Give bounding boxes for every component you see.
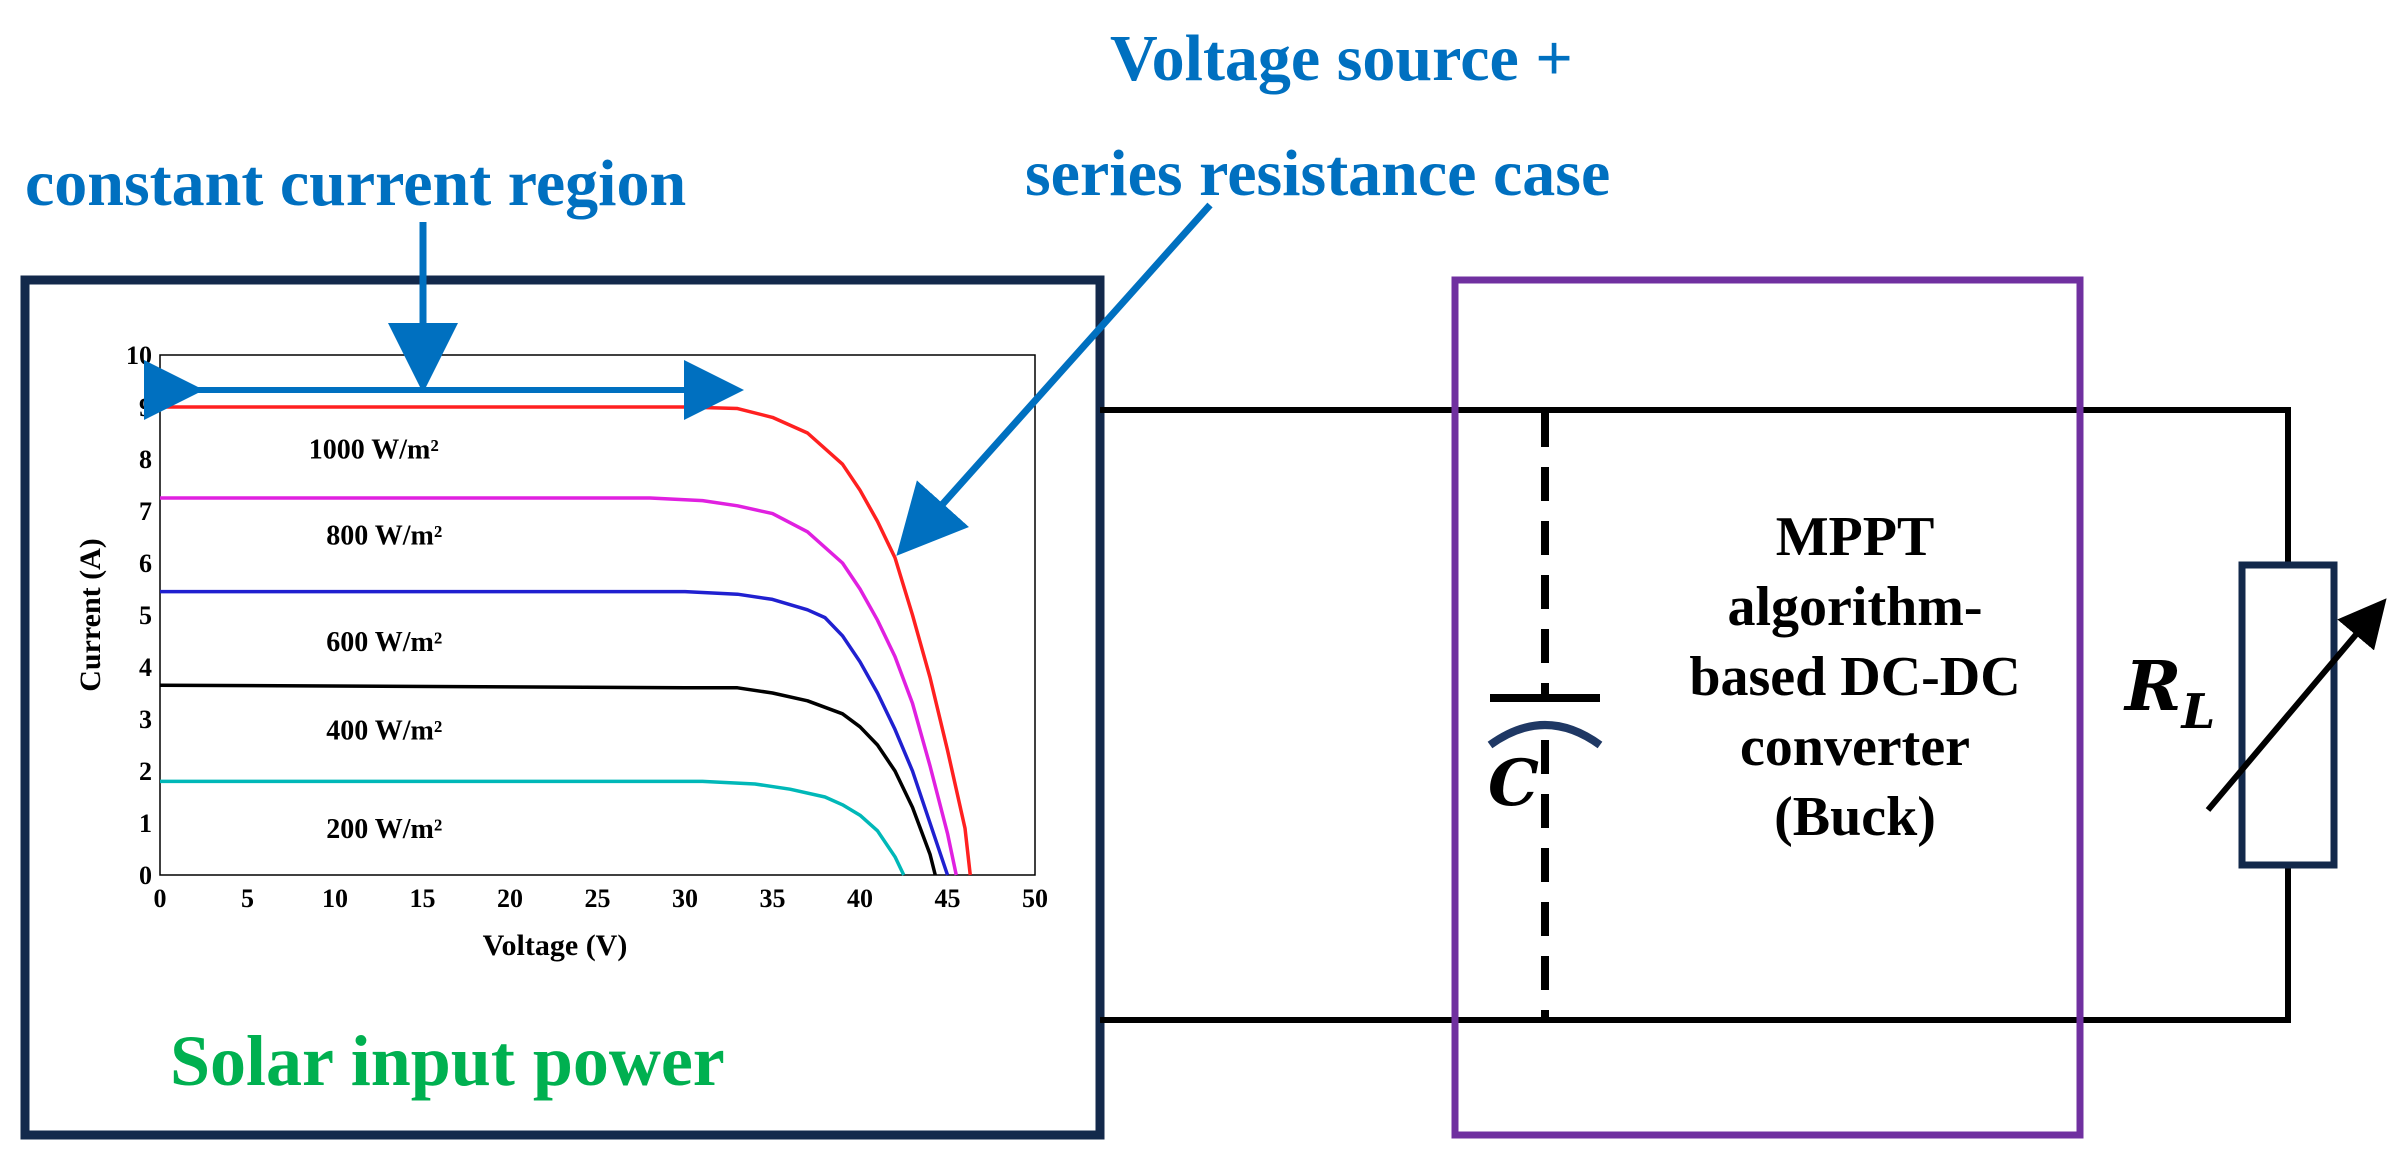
x-tick-labels: 0 5 10 15 20 25 30 35 40 45 50 xyxy=(154,884,1049,913)
irradiance-label: 600 W/m² xyxy=(326,627,442,658)
irradiance-label: 200 W/m² xyxy=(326,814,442,845)
x-tick-label: 30 xyxy=(672,884,698,913)
capacitor: C xyxy=(1487,413,1603,1018)
converter-label-line2: algorithm- xyxy=(1727,576,1982,638)
x-tick-label: 45 xyxy=(935,884,961,913)
x-tick-label: 5 xyxy=(241,884,254,913)
y-tick-label: 1 xyxy=(139,809,152,838)
chart-plot-frame xyxy=(159,354,1036,876)
iv-curve-800 xyxy=(160,496,958,876)
capacitor-plate-curved xyxy=(1487,721,1603,749)
capacitor-label: C xyxy=(1488,746,1539,821)
y-tick-label: 8 xyxy=(139,445,152,474)
x-tick-label: 35 xyxy=(760,884,786,913)
converter-label-line4: converter xyxy=(1740,716,1970,778)
y-tick-label: 7 xyxy=(139,497,152,526)
iv-curves xyxy=(159,405,972,876)
converter-label-line1: MPPT xyxy=(1776,506,1935,568)
y-tick-label: 9 xyxy=(139,393,152,422)
irradiance-label: 800 W/m² xyxy=(326,520,442,551)
x-tick-label: 0 xyxy=(154,884,167,913)
solar-input-caption: Solar input power xyxy=(170,1021,725,1101)
converter-label-line5: (Buck) xyxy=(1774,786,1936,848)
iv-curve-200 xyxy=(160,779,906,876)
iv-curve-400 xyxy=(159,683,937,876)
load-label-subscript: L xyxy=(2180,684,2216,740)
load-label-main: R xyxy=(2123,647,2182,727)
load-label: RL xyxy=(2123,647,2215,740)
x-axis-label: Voltage (V) xyxy=(483,929,628,962)
load-resistor: RL xyxy=(2123,561,2387,869)
y-tick-label: 4 xyxy=(139,653,152,682)
y-tick-label: 3 xyxy=(139,705,152,734)
x-tick-label: 50 xyxy=(1022,884,1048,913)
voltage-source-pointer-arrow xyxy=(896,202,1213,556)
y-tick-label: 5 xyxy=(139,601,152,630)
y-tick-labels: 0 1 2 3 4 5 6 7 8 9 10 xyxy=(126,341,152,890)
converter-label: MPPT algorithm- based DC-DC converter (B… xyxy=(1689,506,2020,848)
converter-box xyxy=(1451,276,2084,1139)
x-tick-label: 15 xyxy=(410,884,436,913)
voltage-source-label-line1: Voltage source + xyxy=(1110,22,1573,95)
iv-curve-600 xyxy=(160,589,950,876)
x-tick-label: 25 xyxy=(585,884,611,913)
voltage-source-label-line2: series resistance case xyxy=(1025,137,1610,210)
converter-label-line3: based DC-DC xyxy=(1689,646,2020,708)
x-tick-label: 20 xyxy=(497,884,523,913)
x-tick-label: 10 xyxy=(322,884,348,913)
irradiance-label: 1000 W/m² xyxy=(309,435,439,466)
y-tick-label: 6 xyxy=(139,549,152,578)
y-tick-label: 0 xyxy=(139,861,152,890)
irradiance-labels: 1000 W/m² 800 W/m² 600 W/m² 400 W/m² 200 W/m… xyxy=(309,435,443,846)
y-tick-label: 2 xyxy=(139,757,152,786)
x-tick-label: 40 xyxy=(847,884,873,913)
solar-input-box xyxy=(20,275,1105,1140)
constant-current-label: constant current region xyxy=(25,147,686,220)
y-tick-label: 10 xyxy=(126,341,152,370)
y-axis-label: Current (A) xyxy=(74,538,107,692)
variable-arrow-icon xyxy=(2205,598,2387,812)
irradiance-label: 400 W/m² xyxy=(326,715,442,746)
